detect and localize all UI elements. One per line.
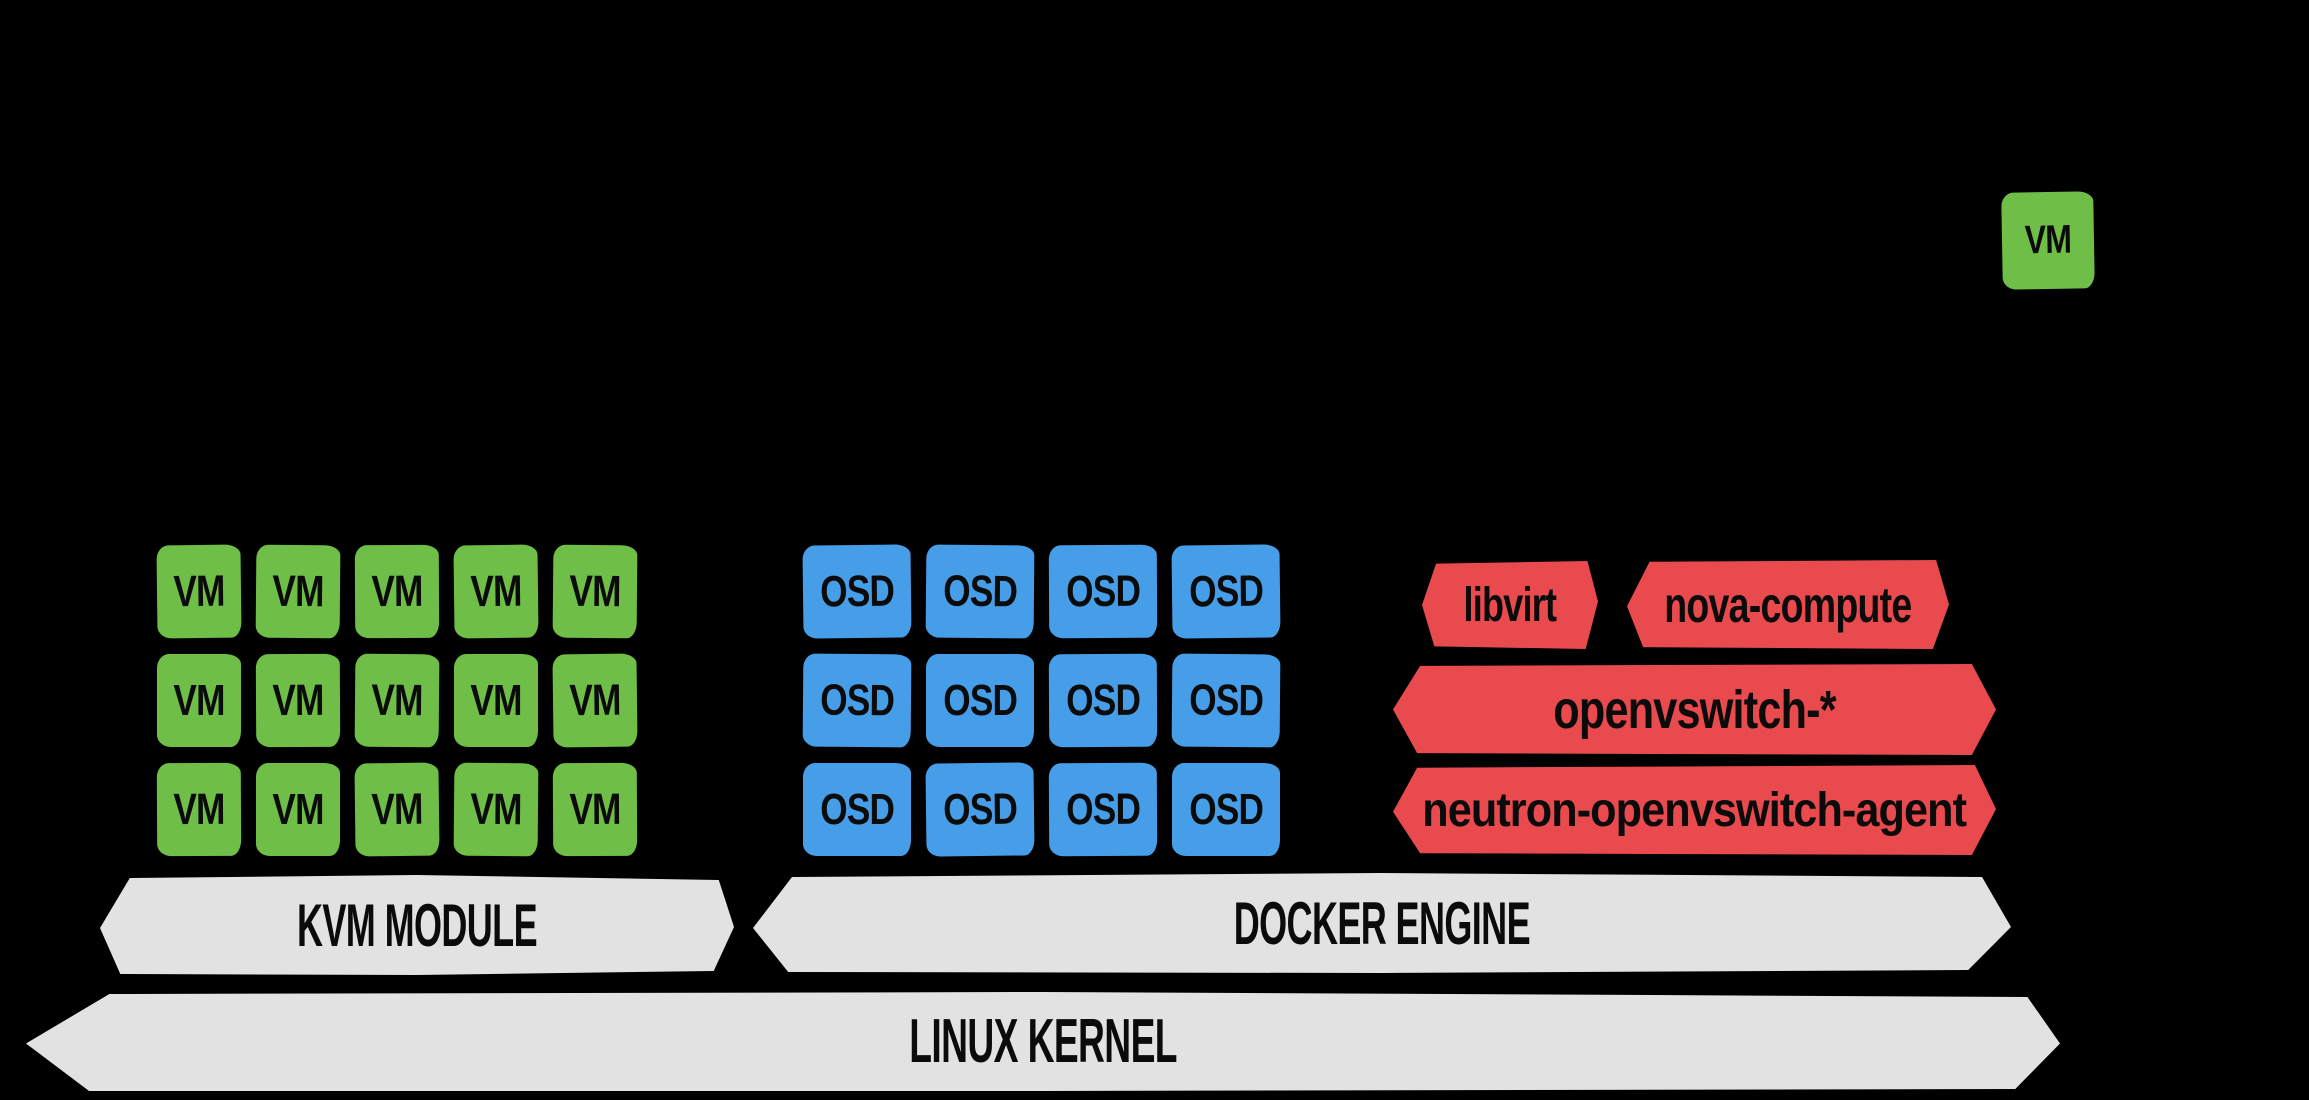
vm-label: VM xyxy=(173,566,225,616)
vm-box: VM xyxy=(454,654,538,747)
vm-label: VM xyxy=(272,784,324,834)
vm-box: VM xyxy=(354,544,440,639)
vm-box: VM xyxy=(255,544,341,639)
vm-box: VM xyxy=(453,762,539,857)
vm-label: VM xyxy=(173,784,225,834)
libvirt-box: libvirt xyxy=(1422,561,1598,649)
nova-compute-label: nova-compute xyxy=(1664,576,1912,633)
osd-box: OSD xyxy=(1171,653,1281,748)
vm-label: VM xyxy=(371,675,423,725)
floating-vm-box: VM xyxy=(2001,191,2095,290)
osd-box: OSD xyxy=(1048,653,1158,748)
vm-box: VM xyxy=(552,653,638,748)
vm-box: VM xyxy=(453,544,539,639)
osd-box: OSD xyxy=(1048,544,1158,639)
kvm-module-banner: KVM MODULE xyxy=(100,875,734,975)
vm-label: VM xyxy=(470,566,522,616)
vm-box: VM xyxy=(156,544,242,639)
vm-box: VM xyxy=(354,762,440,857)
osd-label: OSD xyxy=(1188,566,1264,616)
vm-box: VM xyxy=(552,544,638,639)
linux-kernel-banner: LINUX KERNEL xyxy=(26,992,2060,1091)
osd-label: OSD xyxy=(1188,675,1264,725)
osd-box: OSD xyxy=(925,762,1035,857)
osd-box: OSD xyxy=(925,544,1035,639)
vm-label: VM xyxy=(371,784,423,834)
osd-label: OSD xyxy=(1065,675,1141,725)
vm-label: VM xyxy=(470,784,522,834)
osd-box: OSD xyxy=(1048,762,1158,857)
libvirt-label: libvirt xyxy=(1463,578,1558,632)
vm-box: VM xyxy=(256,763,340,856)
osd-label: OSD xyxy=(942,784,1018,834)
vm-box: VM xyxy=(552,762,638,857)
vm-label: VM xyxy=(569,566,621,616)
osd-label: OSD xyxy=(1189,784,1264,834)
osd-box: OSD xyxy=(1172,763,1280,856)
vm-label: VM xyxy=(173,675,225,725)
vm-label: VM xyxy=(569,675,621,725)
openvswitch-label: openvswitch-* xyxy=(1553,679,1836,740)
neutron-openvswitch-agent-box: neutron-openvswitch-agent xyxy=(1393,765,1996,855)
vm-grid: VM VM VM VM VM VM VM VM VM VM VM VM VM V… xyxy=(156,544,638,857)
openvswitch-box: openvswitch-* xyxy=(1393,664,1996,755)
vm-box: VM xyxy=(354,653,440,748)
vm-box: VM xyxy=(157,654,241,747)
vm-box: VM xyxy=(156,762,242,857)
osd-grid: OSD OSD OSD OSD OSD OSD OSD OSD OSD OSD … xyxy=(802,544,1281,857)
osd-label: OSD xyxy=(942,566,1018,616)
osd-box: OSD xyxy=(802,544,912,639)
docker-engine-banner: DOCKER ENGINE xyxy=(753,873,2011,973)
nova-compute-box: nova-compute xyxy=(1627,560,1949,649)
osd-label: OSD xyxy=(943,675,1018,725)
vm-label: VM xyxy=(569,784,621,834)
vm-label: VM xyxy=(470,675,522,725)
docker-engine-label: DOCKER ENGINE xyxy=(1233,889,1531,957)
osd-box: OSD xyxy=(1171,544,1281,639)
osd-box: OSD xyxy=(926,654,1034,747)
osd-box: OSD xyxy=(802,653,912,748)
osd-label: OSD xyxy=(819,675,895,725)
osd-label: OSD xyxy=(1065,566,1141,616)
osd-label: OSD xyxy=(1065,784,1141,834)
floating-vm-label: VM xyxy=(2024,217,2072,263)
kvm-module-label: KVM MODULE xyxy=(296,891,538,959)
osd-label: OSD xyxy=(820,784,895,834)
neutron-openvswitch-agent-label: neutron-openvswitch-agent xyxy=(1422,783,1968,837)
linux-kernel-label: LINUX KERNEL xyxy=(909,1007,1177,1076)
osd-box: OSD xyxy=(803,763,911,856)
vm-box: VM xyxy=(255,653,341,748)
vm-label: VM xyxy=(371,566,423,616)
vm-label: VM xyxy=(272,675,324,725)
osd-label: OSD xyxy=(819,566,895,616)
vm-label: VM xyxy=(272,566,324,616)
